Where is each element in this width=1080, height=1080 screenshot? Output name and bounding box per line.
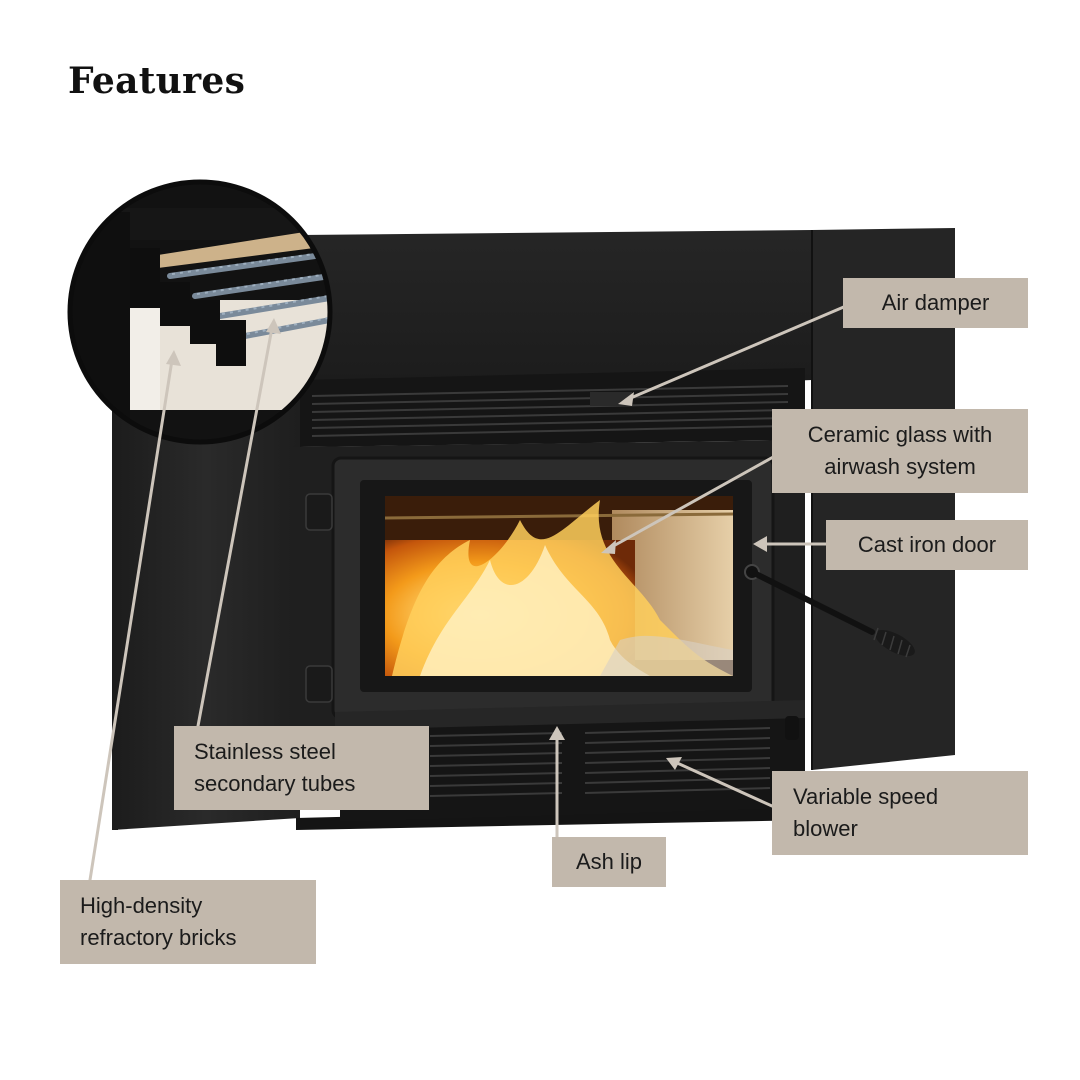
label-secondary-tubes: Stainless steel secondary tubes	[174, 726, 429, 810]
page-title: Features	[68, 60, 246, 102]
leader-secondary-tubes	[196, 326, 274, 728]
label-cast-iron-door: Cast iron door	[826, 520, 1028, 570]
label-blower: Variable speed blower	[772, 771, 1028, 855]
label-air-damper: Air damper	[843, 278, 1028, 328]
label-ceramic-glass: Ceramic glass with airwash system	[772, 409, 1028, 493]
label-refractory-bricks: High-density refractory bricks	[60, 880, 316, 964]
leader-air-damper	[624, 304, 848, 402]
label-ash-lip: Ash lip	[552, 837, 666, 887]
leader-lines	[88, 304, 848, 882]
leader-blower	[673, 760, 774, 808]
leader-refractory-bricks	[88, 358, 174, 882]
door-handle	[744, 564, 915, 658]
ceramic-glass	[385, 496, 733, 676]
top-louvre	[300, 368, 805, 447]
blower-louvre	[335, 700, 805, 822]
leader-ceramic-glass	[606, 454, 777, 551]
